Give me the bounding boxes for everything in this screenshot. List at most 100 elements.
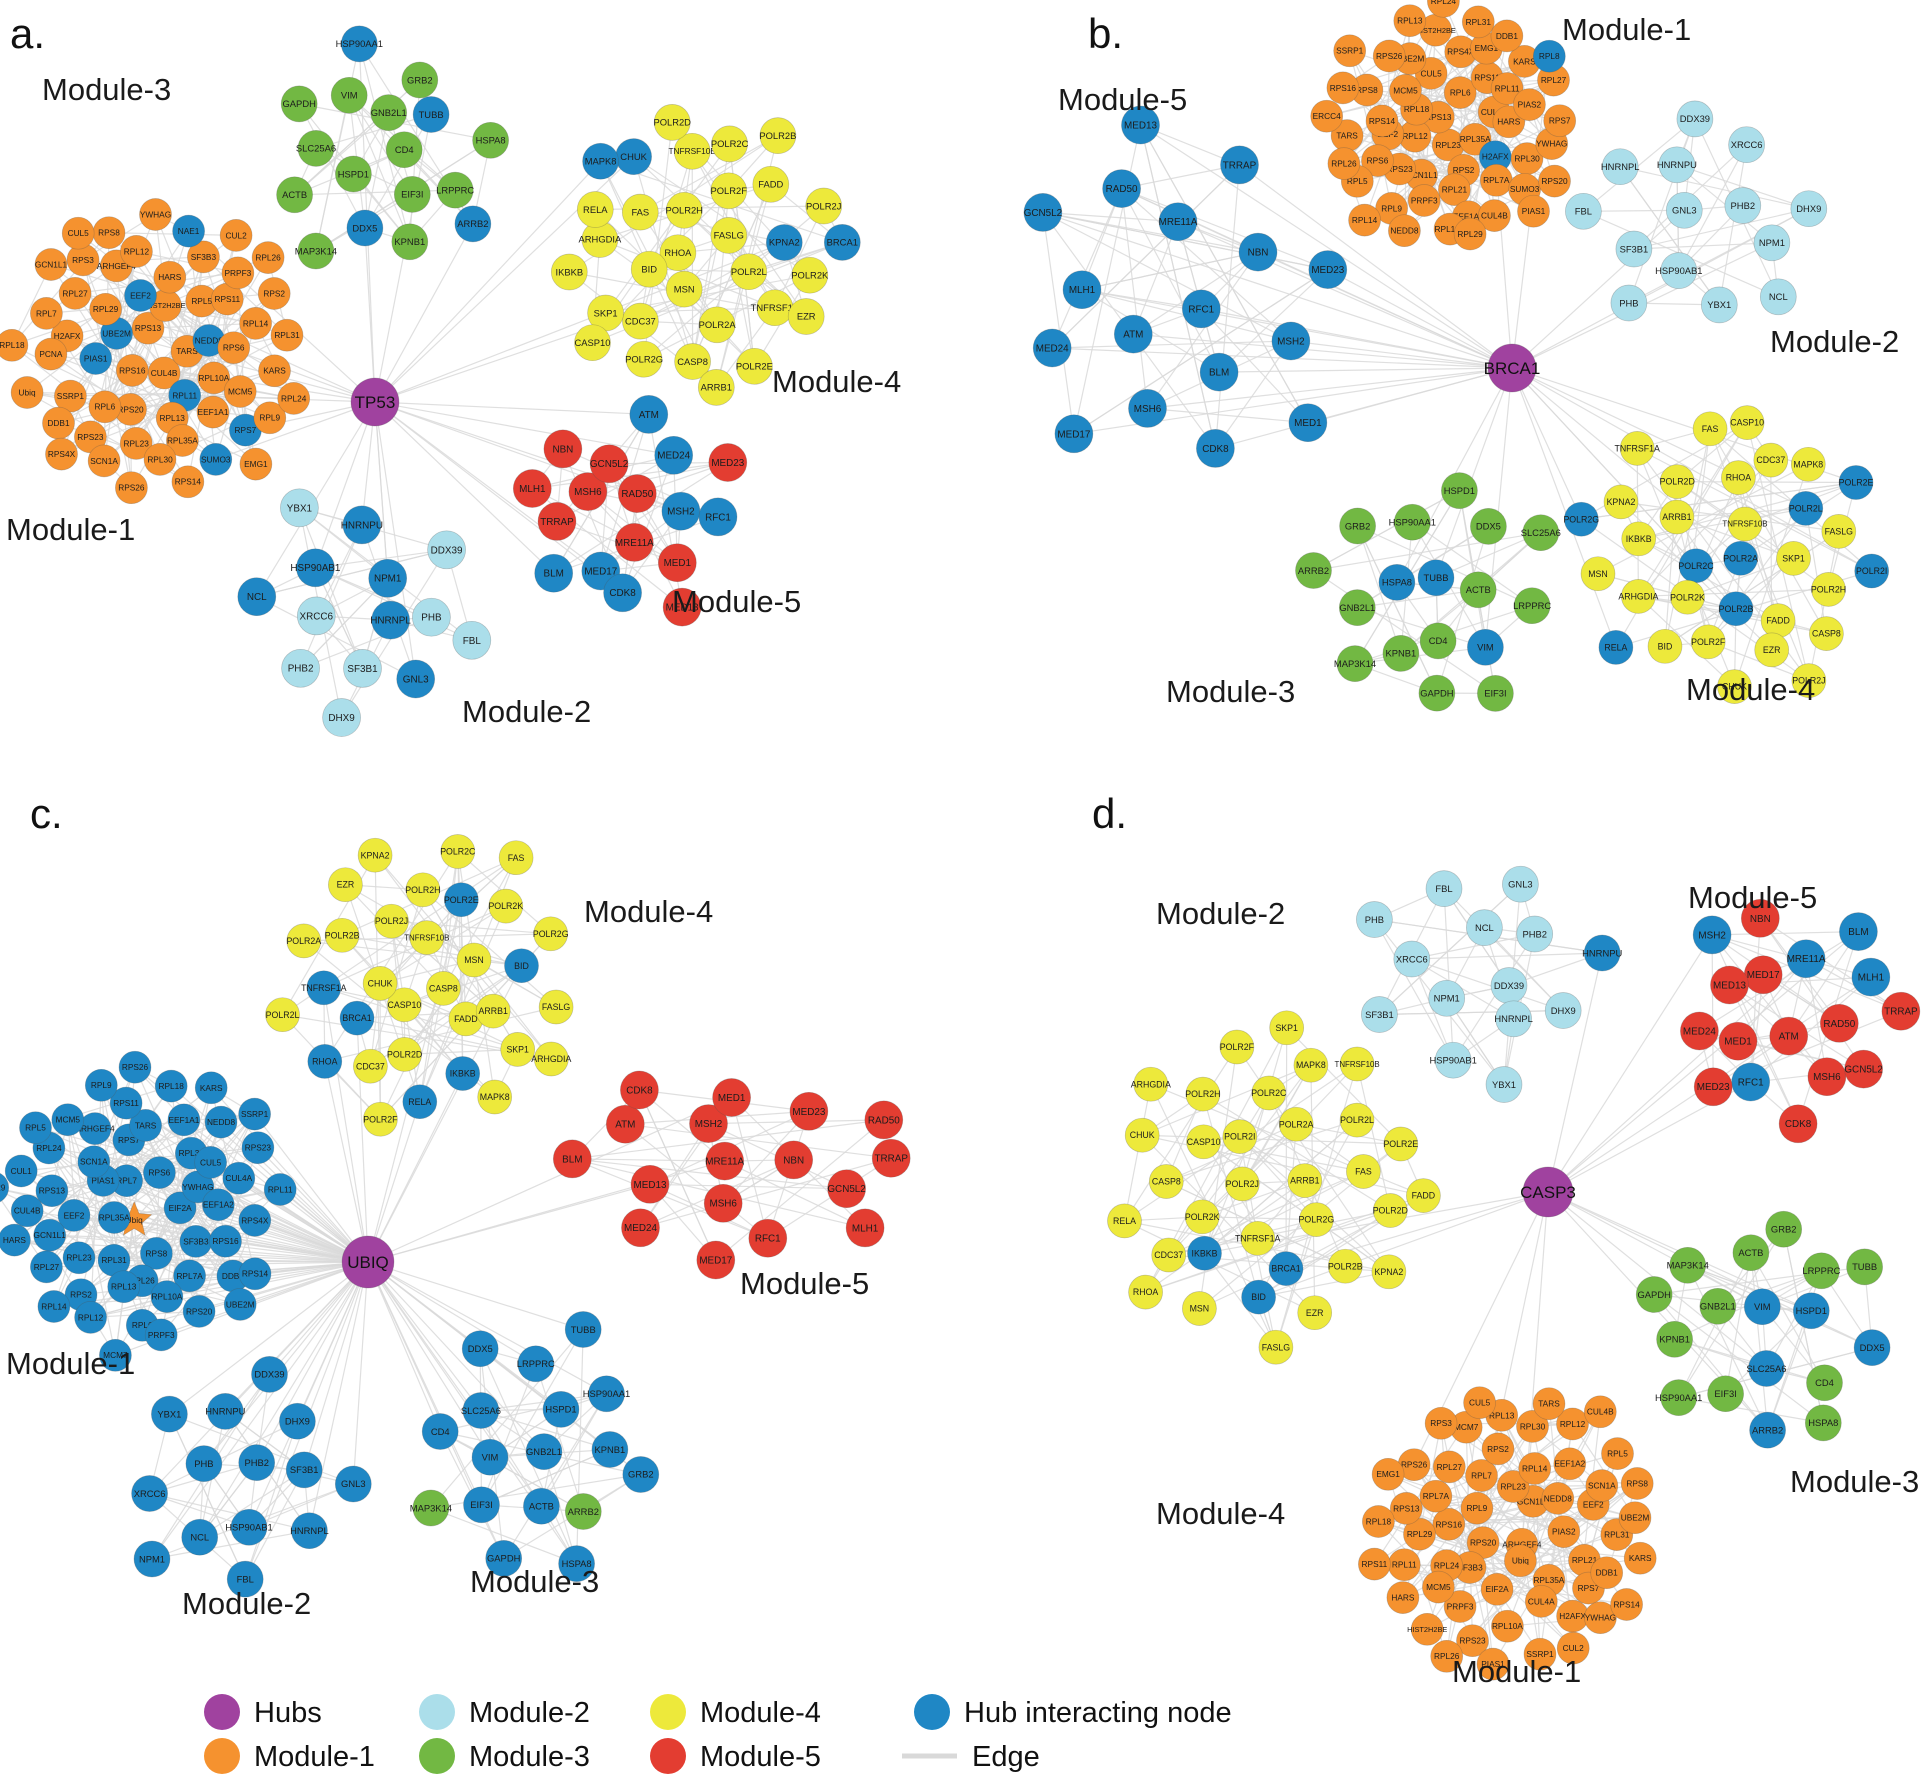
node-RPS2 [1481, 1432, 1515, 1466]
edge [1676, 164, 1809, 210]
node-POLR2D [653, 104, 691, 141]
node-MED24 [654, 435, 694, 475]
node-POLR2F [1219, 1029, 1255, 1065]
node-RPS16 [209, 1224, 242, 1258]
node-KPNB1 [591, 1431, 629, 1468]
node-TNFRSF10B [1339, 1046, 1375, 1082]
node-CUL2 [1556, 1631, 1590, 1665]
node-MED23 [1693, 1067, 1733, 1107]
edge [1147, 367, 1513, 409]
node-HSP90AA1 [340, 25, 378, 63]
edge [404, 965, 522, 1006]
node-RPS3 [1424, 1406, 1458, 1440]
node-NEDD8 [204, 1105, 238, 1139]
node-PRPF3 [144, 1318, 178, 1352]
node-POLR2B [1327, 1248, 1363, 1284]
edge [1166, 1123, 1297, 1183]
node-POLR2B [1718, 591, 1754, 627]
node-MED23 [1308, 250, 1348, 289]
node-POLR2E [443, 882, 479, 918]
node-RPL27 [1432, 1450, 1466, 1484]
node-RPL10A [1491, 1609, 1524, 1643]
node-PHB [412, 597, 451, 637]
node-POLR2H [405, 872, 441, 908]
edge [1744, 523, 1810, 681]
node-RPL29 [89, 292, 122, 326]
edge [136, 250, 239, 274]
node-NCL [181, 1518, 219, 1556]
node-RPS16 [1326, 71, 1360, 105]
edge [108, 232, 237, 236]
node-MED1 [1718, 1021, 1758, 1061]
edge [1707, 557, 1794, 643]
edge [1435, 367, 1513, 578]
edge [430, 1329, 584, 1509]
module-label-c-module2: Module-2 [182, 1586, 311, 1621]
node-FAS [498, 840, 534, 876]
panel-letter-c: c. [30, 790, 63, 837]
node-ACTB [276, 176, 313, 214]
edge [1141, 1064, 1312, 1136]
node-HNRNPL [1495, 1000, 1532, 1038]
node-PRPF3 [1443, 1590, 1477, 1623]
node-TNFRSF10B [1727, 506, 1763, 542]
node-HSP90AB1 [230, 1508, 268, 1546]
node-TARS [129, 1109, 162, 1142]
edge [572, 1158, 725, 1162]
node-TNFRSF1A [306, 970, 342, 1006]
node-HNRNPU [342, 505, 382, 545]
node-KARS [194, 1071, 228, 1105]
node-MAPK8 [477, 1079, 513, 1115]
node-DHX9 [322, 698, 361, 737]
node-RPS20 [182, 1295, 216, 1328]
node-GNB2L1 [370, 94, 408, 131]
node-RPS14 [1610, 1588, 1643, 1621]
node-RPS26 [115, 471, 148, 505]
edge [374, 241, 785, 403]
node-RPS6 [143, 1156, 176, 1189]
node-HNRNPL [291, 1512, 328, 1550]
edge [1203, 1141, 1390, 1273]
legend-label: Hubs [254, 1697, 322, 1729]
node-LRPPRC [436, 171, 474, 209]
node-MAP3K14 [297, 232, 335, 270]
edge [532, 461, 728, 490]
node-YBX1 [280, 488, 319, 528]
node-ACTB [523, 1487, 560, 1525]
module-label-c-module5: Module-5 [740, 1266, 869, 1301]
edge [1357, 525, 1402, 654]
node-BID [1647, 628, 1683, 664]
node-MED1 [712, 1078, 751, 1117]
node-DDB1 [42, 406, 75, 440]
node-RPL24 [277, 382, 311, 415]
edge [1633, 208, 1809, 250]
node-DDB1 [1490, 19, 1524, 53]
edge [1052, 340, 1291, 349]
module-label-d-module4: Module-4 [1156, 1496, 1285, 1531]
node-MCM5 [223, 375, 257, 408]
node-PIAS2 [1513, 88, 1546, 121]
edge [430, 1507, 577, 1565]
edge [480, 1393, 607, 1412]
node-MAPK8 [1293, 1047, 1329, 1083]
legend-item-module-4: Module-4 [650, 1694, 821, 1730]
edge [1435, 1495, 1585, 1561]
node-POLR2K [791, 256, 829, 294]
legend-item-module-2: Module-2 [419, 1694, 590, 1730]
node-KPNB1 [1382, 635, 1420, 672]
edge [1357, 589, 1479, 609]
legend-swatch [419, 1694, 455, 1730]
node-POLR2B [759, 117, 797, 154]
edge [358, 43, 411, 242]
node-RPS6 [1361, 144, 1394, 177]
node-MED13 [662, 587, 702, 627]
node-KARS [1623, 1541, 1657, 1575]
edge [422, 889, 557, 1008]
node-HARS [1386, 1581, 1420, 1614]
node-TUBB [1417, 559, 1455, 597]
node-CUL4B [147, 356, 181, 390]
node-RPL14 [1518, 1452, 1552, 1485]
edge [140, 294, 376, 403]
node-POLR2C [1251, 1075, 1287, 1111]
node-RPL10A [150, 1280, 184, 1313]
